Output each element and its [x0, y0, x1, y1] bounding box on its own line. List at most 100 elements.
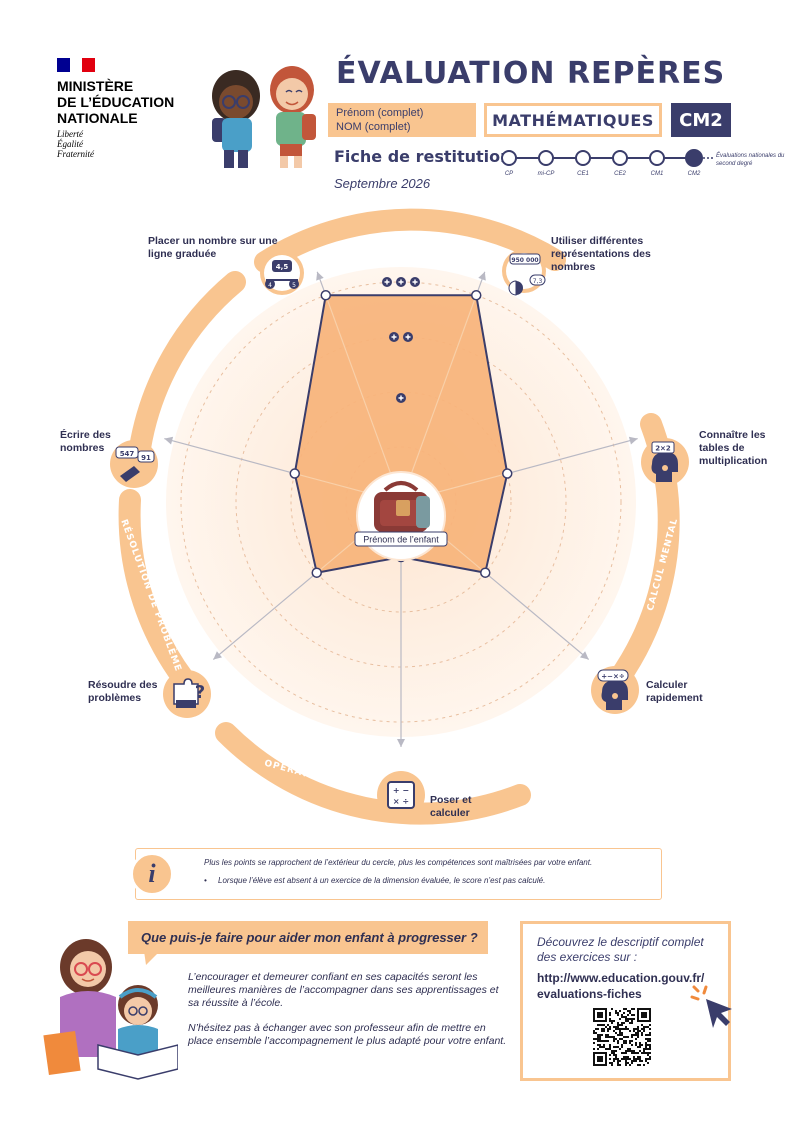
calculator-icon: + − × ÷ [377, 771, 425, 819]
ministry-name: MINISTÈRE DE L’ÉDUCATION NATIONALE [57, 78, 207, 126]
stage-label: CM2 [687, 171, 701, 177]
score-point [289, 468, 300, 479]
dimension-arc-connector [129, 271, 246, 459]
polygon-spoke [400, 295, 477, 503]
score-point [320, 290, 332, 301]
help-paragraph-2: N’hésitez pas à échanger avec son profes… [188, 1022, 507, 1047]
score-point [470, 290, 482, 301]
mental-calculation-head-icon: +−×÷ [591, 666, 639, 714]
level-marker-1 [396, 393, 406, 403]
stage-label: mi-CP [537, 171, 555, 177]
cursor-click-icon [690, 985, 732, 1028]
puzzle-question-icon: ? [163, 670, 211, 718]
page-title: ÉVALUATION REPÈRES [336, 56, 726, 91]
icon-text: 950 000 [511, 257, 538, 264]
qr-code[interactable] [593, 1008, 651, 1066]
skill-label-writing: Écrire des nombres [60, 429, 111, 454]
skill-label-operations: Poser et calculer [430, 794, 472, 819]
stage-dot [649, 150, 665, 166]
subject-badge: MATHÉMATIQUES [484, 103, 662, 137]
stage-dot [612, 150, 628, 166]
ministry-name-line: MINISTÈRE [57, 78, 134, 94]
info-bullet: • [204, 876, 207, 885]
dimension-label-nombres: NOMBRES [356, 253, 414, 263]
icon-text: 547 [120, 450, 135, 458]
resource-link[interactable]: http://www.education.gouv.fr/ evaluation… [537, 970, 727, 1002]
icon-text: 2×2 [655, 445, 671, 453]
info-box [135, 848, 662, 900]
score-point [311, 567, 322, 578]
radar-axis-arrow [213, 651, 223, 660]
level-badge: CM2 [671, 103, 731, 137]
dimension-arc-nombres [254, 208, 566, 273]
radar-chart: NOMBRES CALCUL MENTAL OPÉRATIONS RÉSOLUT… [110, 208, 689, 825]
ministry-name-line: NATIONALE [57, 110, 138, 126]
radar-axis-arrow [397, 739, 405, 747]
resource-link-line[interactable]: evaluations-fiches [537, 987, 642, 1001]
radar-axis-arrow [628, 436, 638, 445]
writing-numbers-icon: 547 91 [110, 440, 158, 488]
speech-pointer [144, 951, 160, 965]
radar-ring [290, 391, 512, 613]
last-name-field: NOM (complet) [336, 121, 411, 133]
score-point [502, 468, 513, 479]
svg-text:+ −: + − [393, 786, 409, 795]
discover-text: Découvrez le descriptif complet des exer… [537, 935, 704, 964]
score-point [480, 567, 491, 578]
help-paragraph-1: L’encourager et demeurer confiant en ses… [188, 971, 499, 1009]
info-line-1: Plus les points se rapprochent de l’exté… [204, 858, 593, 867]
icon-text: 7,3 [533, 278, 543, 285]
radar-axis-arrow [164, 436, 174, 445]
polygon-spoke [325, 295, 402, 503]
number-line-icon: 4,5 4 5 [260, 251, 304, 295]
skill-label-number-line: Placer un nombre sur une ligne graduée [148, 235, 278, 260]
session-date: Septembre 2026 [334, 176, 431, 191]
motto-line: Liberté [57, 129, 83, 139]
republic-motto: Liberté Égalité Fraternité [57, 129, 137, 159]
national-evaluation-note: Évaluations nationales du second degré [716, 153, 785, 167]
level-marker-3 [382, 277, 420, 287]
skill-label-representations: Utiliser différentes représentations des… [551, 235, 651, 273]
help-title-band [128, 921, 488, 954]
skill-label-tables: Connaître les tables de multiplication [699, 429, 768, 467]
resource-link-line[interactable]: http://www.education.gouv.fr/ [537, 971, 705, 985]
republic-flag-logo [57, 58, 96, 72]
help-question: Que puis-je faire pour aider mon enfant … [141, 930, 478, 945]
icon-text: 4 [268, 282, 272, 289]
discover-box [520, 921, 731, 1081]
first-name-field: Prénom (complet) [336, 107, 424, 119]
icon-text: 91 [141, 454, 151, 462]
multiplication-head-icon: 2×2 [641, 438, 689, 486]
parent-child-illustration [43, 939, 178, 1080]
skill-label-mental: Calculer rapidement [646, 679, 703, 704]
child-name-tag [354, 531, 448, 547]
children-illustration [212, 66, 316, 168]
info-icon: i [130, 852, 174, 896]
dimension-arc-operations [215, 722, 531, 825]
stage-label: CM1 [650, 171, 664, 177]
stage-label: CP [504, 171, 514, 177]
icon-text: 5 [292, 282, 296, 289]
svg-text:?: ? [195, 682, 205, 703]
info-line-2: Lorsque l’élève est absent à un exercice… [218, 876, 546, 885]
child-name-label: Prénom de l’enfant [363, 535, 439, 545]
icon-text: 4,5 [276, 263, 289, 271]
skill-label-problems: Résoudre des problèmes [88, 679, 158, 704]
icon-text: +−×÷ [601, 673, 625, 681]
score-polygon [293, 294, 509, 574]
level-marker-2 [389, 332, 413, 342]
radar-axis-arrow [478, 271, 486, 281]
stage-timeline [501, 149, 715, 167]
svg-text:× ÷: × ÷ [393, 797, 409, 806]
sheet-title: Fiche de restitution [334, 147, 512, 166]
ministry-name-line: DE L’ÉDUCATION [57, 94, 175, 110]
motto-line: Égalité [57, 139, 83, 149]
radar-axis-arrow [579, 651, 589, 660]
name-band [328, 103, 476, 137]
fraction-representation-icon: 950 000 7,3 [502, 249, 546, 296]
stage-dot [501, 150, 517, 166]
stage-dot-current [685, 149, 703, 167]
radar-axis-arrow [316, 271, 324, 281]
backpack-icon [374, 481, 430, 532]
stage-label: CE2 [614, 171, 626, 177]
